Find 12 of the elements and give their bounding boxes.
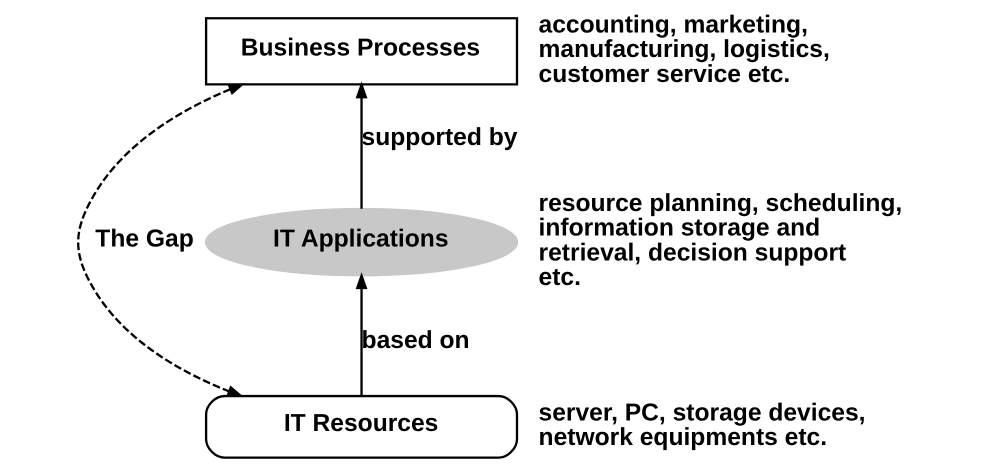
edge-label: based on bbox=[361, 327, 470, 354]
node-label: resource planning, scheduling, information storage and retrieval, decision support etc. bbox=[538, 190, 902, 291]
arrow bbox=[76, 83, 245, 398]
arrow bbox=[355, 272, 367, 396]
arrow bbox=[355, 81, 367, 209]
edge-label: supported by bbox=[361, 124, 517, 151]
node-ellipse: IT Applications bbox=[204, 208, 518, 276]
node-label: accounting, marketing, manufacturing, logistics, customer service etc. bbox=[538, 12, 830, 88]
node-label: server, PC, storage devices, network equipments etc. bbox=[538, 399, 865, 452]
edge-label: The Gap bbox=[94, 225, 194, 252]
node-box: IT Resources bbox=[204, 394, 518, 459]
node-box: Business Processes bbox=[204, 17, 518, 86]
